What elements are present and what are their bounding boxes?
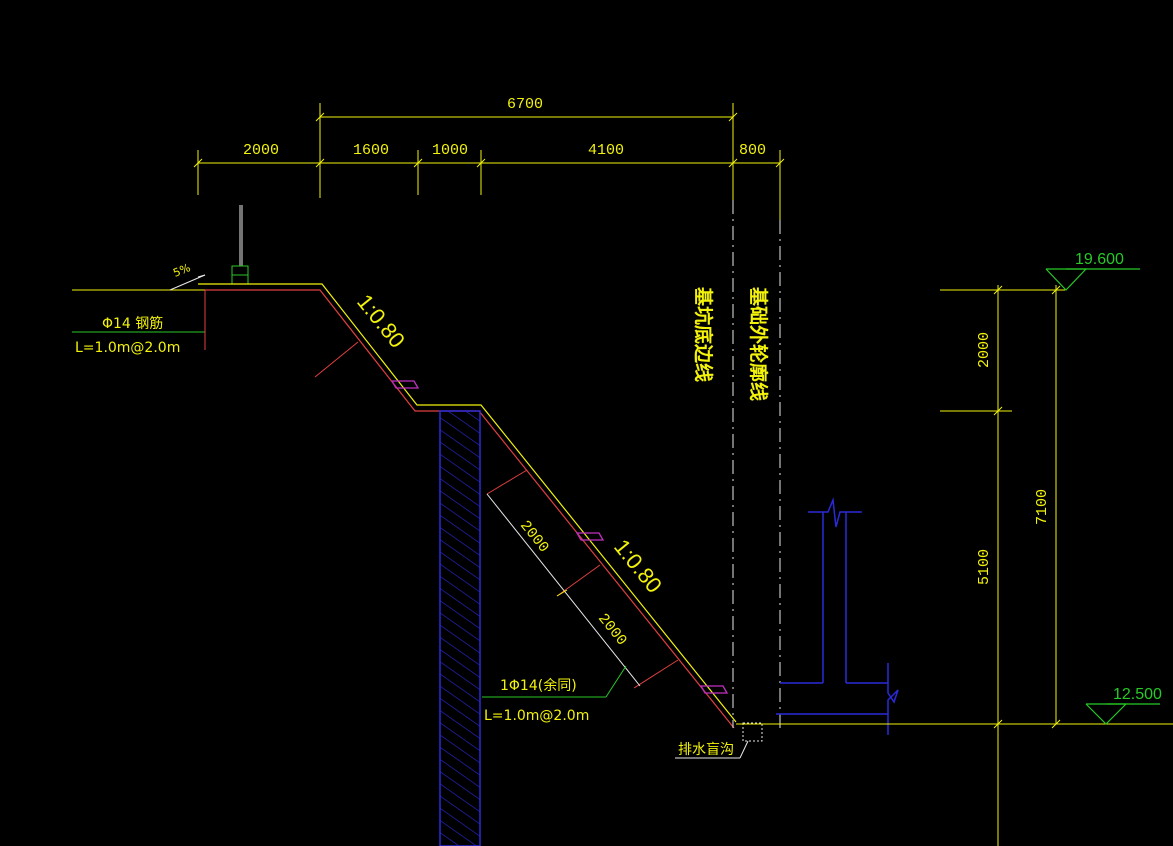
slope-seg-2: 2000: [594, 610, 630, 649]
right-dimension-chain: [940, 285, 1065, 846]
drain-box: [742, 722, 763, 742]
nail-dim-line: [486, 493, 641, 687]
soil-nail-lower: [556, 564, 601, 597]
dim-1600: 1600: [353, 142, 389, 159]
elevation-marker-bottom-icon: [1085, 703, 1160, 725]
dim-4100: 4100: [588, 142, 624, 159]
grade-arrow-icon: [169, 274, 206, 291]
top-nail-spec: L=1.0m@2.0m: [75, 340, 180, 356]
foundation-structure: [776, 497, 899, 735]
dim-800: 800: [739, 142, 766, 159]
slope-ratio-lower: 1:0.80: [609, 534, 667, 597]
right-dim-7100: 7100: [1034, 489, 1051, 525]
soil-nail-upper: [314, 341, 359, 378]
fence-post-icon: [231, 205, 249, 285]
elevation-marker-top-icon: [1045, 268, 1140, 291]
soil-nail-mid: [486, 469, 528, 495]
dim-6700: 6700: [507, 96, 543, 113]
drain-label: 排水盲沟: [678, 741, 734, 758]
elevation-top: 19.600: [1075, 251, 1124, 268]
foundation-outline-label: 基础外轮廓线: [747, 286, 770, 401]
anchor-head-icon: [390, 380, 729, 694]
slope-surface-yellow: [198, 283, 737, 723]
lower-nail-title: 1Φ14(余同): [500, 677, 577, 694]
top-dimension-6700: [315, 103, 738, 200]
slope-ratio-upper: 1:0.80: [352, 289, 410, 352]
right-dim-2000: 2000: [976, 332, 993, 368]
pit-bottom-label: 基坑底边线: [692, 286, 715, 382]
slope-surface-red: [205, 289, 735, 729]
dim-2000-left: 2000: [243, 142, 279, 159]
support-pile: [439, 410, 481, 846]
soil-nail-bottom: [633, 659, 679, 689]
dim-1000: 1000: [432, 142, 468, 159]
elevation-bottom: 12.500: [1113, 686, 1162, 703]
lower-nail-spec: L=1.0m@2.0m: [484, 708, 589, 724]
second-dimension-row: [193, 150, 785, 220]
grade-percent: 5%: [171, 261, 192, 280]
top-nail-title: Φ14 钢筋: [102, 315, 163, 332]
right-dim-5100: 5100: [976, 549, 993, 585]
